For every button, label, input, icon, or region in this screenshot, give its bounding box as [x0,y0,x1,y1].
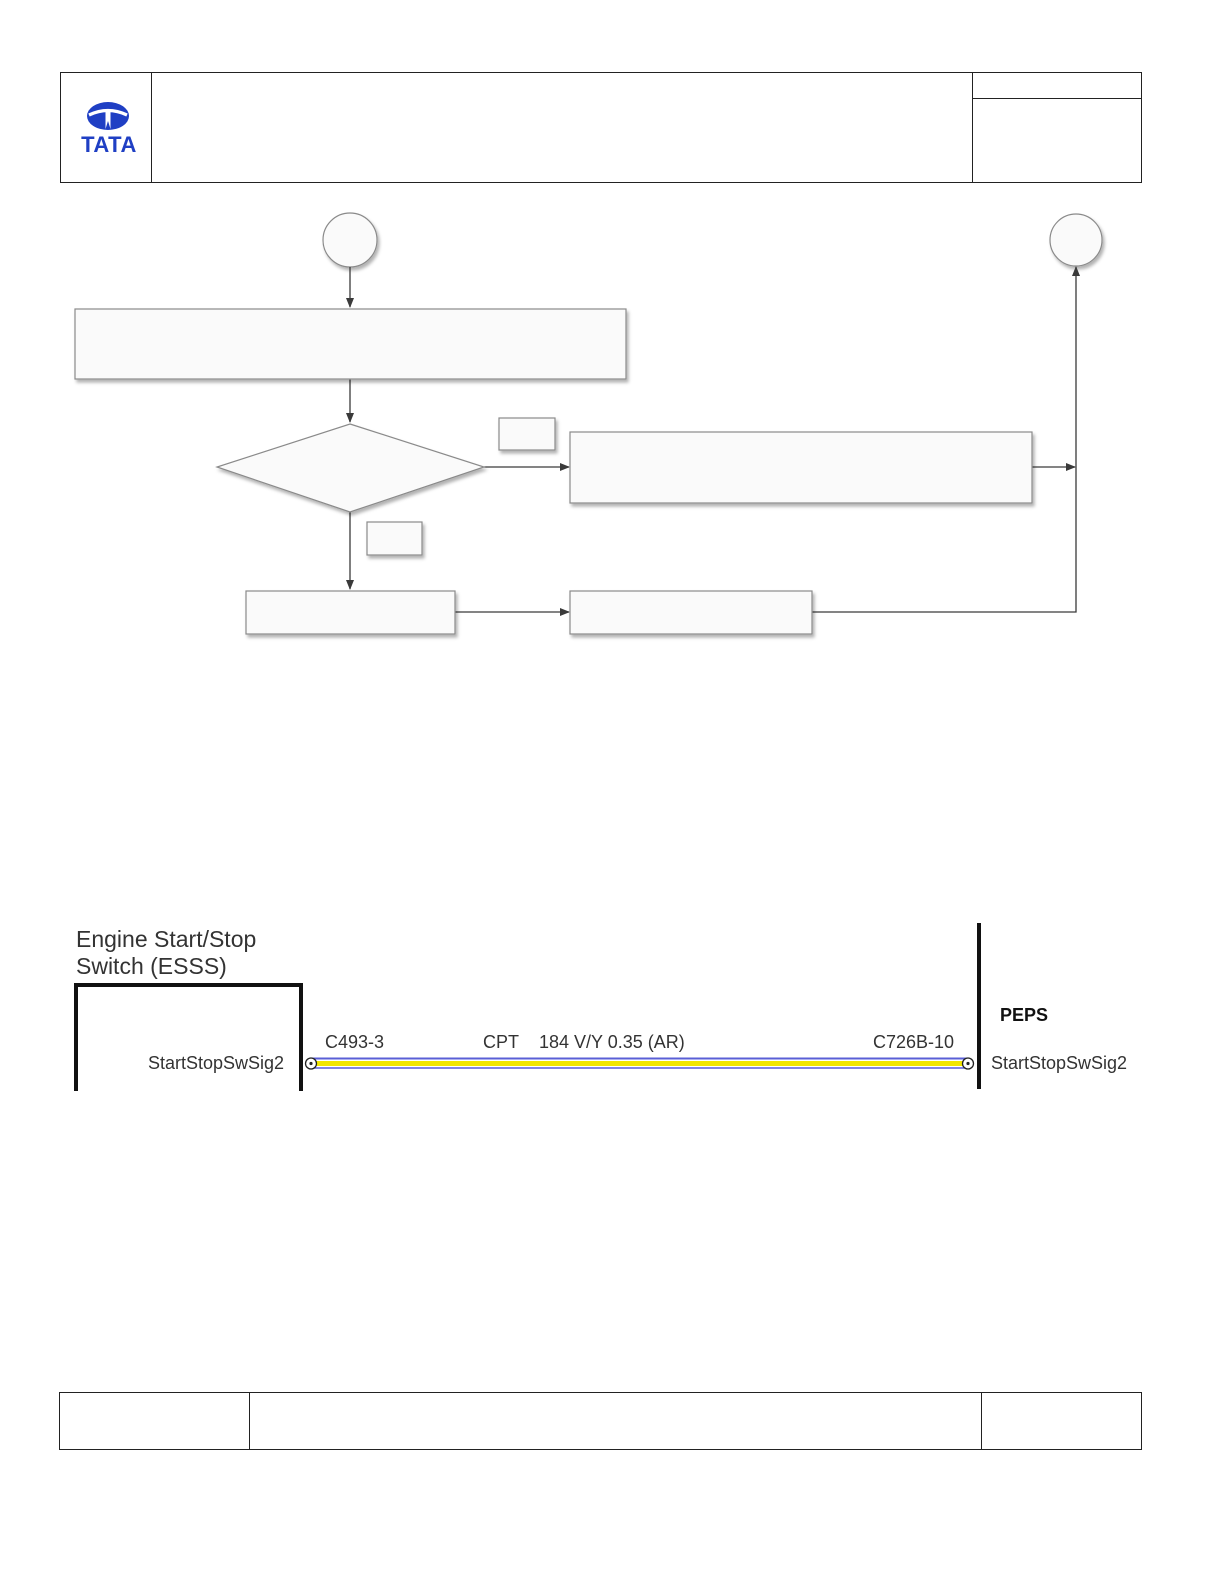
header-logo-cell: TATA [60,72,152,183]
peps-name: PEPS [1000,1005,1049,1025]
peps-pin-terminal-dot [966,1061,970,1066]
wiring-diagram [74,923,981,1091]
start-connector [322,212,378,268]
logo-text: TATA [81,132,137,157]
header-frame [60,72,1142,183]
wire-spec: 184 V/Y 0.35 (AR) [539,1032,685,1052]
no-label-box [366,521,423,556]
end-connector [1049,213,1103,267]
right-connector-id: C726B-10 [873,1032,955,1052]
footer-frame [59,1392,1142,1450]
left-connector-id: C493-3 [325,1032,385,1052]
tata-logo-icon [87,102,129,130]
esss-pin-signal: StartStopSwSig2 [148,1053,285,1073]
flowchart-diagram [74,212,1103,635]
esss-component-outline [74,983,303,1091]
esss-name-line1: Engine Start/Stop [76,926,257,952]
step-box-1 [74,308,627,380]
bottom-right-box [569,590,813,635]
footer-right-cell [981,1392,1142,1450]
right-action-box [569,431,1033,504]
esss-name-line2: Switch (ESSS) [76,953,227,979]
esss-pin-terminal-dot [309,1061,313,1066]
bottom-left-box [245,590,456,635]
footer-center [256,1398,976,1444]
yes-label-box [498,417,556,451]
footer-left-cell [59,1392,250,1450]
decision-diamond [215,423,486,513]
arrow-bottom-to-end [812,266,1080,613]
header-ref-cell [972,72,1142,183]
header-ref-divider [972,98,1142,99]
harness-code: CPT [483,1032,519,1052]
peps-pin-signal: StartStopSwSig2 [991,1053,1128,1073]
